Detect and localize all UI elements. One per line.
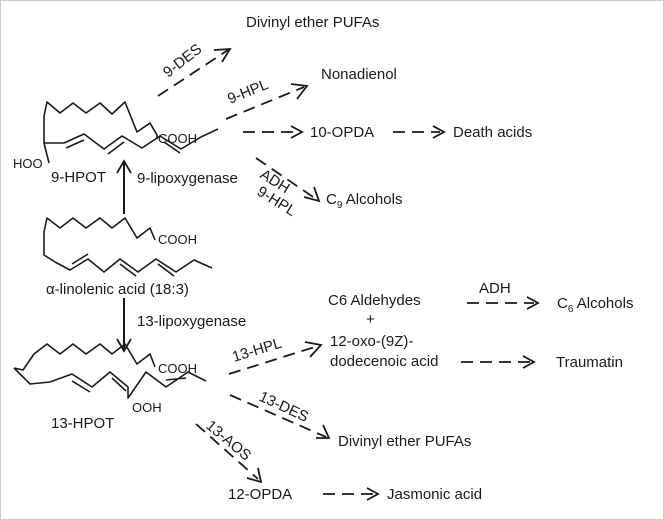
9-hpot-double-bond bbox=[65, 139, 85, 149]
arrow-13-lipoxygenase bbox=[116, 298, 132, 353]
arrow-to-c9-alcohols bbox=[255, 157, 321, 203]
arrow-to-death-acids bbox=[393, 125, 446, 139]
13-hpot-double-bond bbox=[165, 377, 187, 381]
13-hpot-double-bond bbox=[111, 377, 127, 392]
ala-lower-chain bbox=[54, 258, 213, 273]
9-hpot-double-bond bbox=[107, 141, 125, 155]
9-hpot-lower-chain bbox=[44, 128, 219, 150]
13-hpot-ooh-label: OOH bbox=[132, 400, 162, 415]
9-hpot-ooh-label: HOO bbox=[13, 156, 43, 171]
arrow-to-jasmonic-acid bbox=[323, 487, 380, 501]
arrow-13-hpl bbox=[228, 341, 323, 375]
enzyme-13-lipoxygenase: 13-lipoxygenase bbox=[137, 313, 246, 330]
ala-double-bond bbox=[119, 263, 137, 277]
molecule-alpha-linolenic-acid: COOH α-linolenic acid (18:3) bbox=[43, 217, 213, 298]
product-oxo-acid-line1: 12-oxo-(9Z)- bbox=[330, 333, 413, 350]
enzyme-adh-right: ADH bbox=[479, 280, 511, 297]
enzyme-9-lipoxygenase: 9-lipoxygenase bbox=[137, 170, 238, 187]
molecule-9-hpot: COOH HOO 9-HPOT bbox=[13, 101, 219, 186]
arrow-to-10-opda bbox=[243, 125, 304, 139]
enzyme-13-hpl: 13-HPL bbox=[230, 335, 284, 366]
product-nonadienol: Nonadienol bbox=[321, 66, 397, 83]
ala-double-bond bbox=[71, 253, 89, 265]
arrow-to-traumatin bbox=[461, 355, 536, 369]
product-divinyl-ether-top: Divinyl ether PUFAs bbox=[246, 14, 379, 31]
ala-cooh-label: COOH bbox=[158, 232, 197, 247]
product-divinyl-ether-bottom: Divinyl ether PUFAs bbox=[338, 433, 471, 450]
9-hpot-name: 9-HPOT bbox=[51, 169, 106, 186]
product-c6-aldehydes: C6 Aldehydes bbox=[328, 292, 421, 309]
13-hpot-lower-chain bbox=[13, 367, 207, 399]
product-12-opda: 12-OPDA bbox=[228, 486, 292, 503]
product-oxo-acid-line2: dodecenoic acid bbox=[330, 353, 438, 370]
arrow-13-des bbox=[229, 394, 331, 439]
enzyme-13-des: 13-DES bbox=[256, 388, 311, 426]
enzyme-9-des: 9-DES bbox=[160, 41, 205, 82]
product-c9-alcohols: C9 Alcohols bbox=[326, 191, 402, 211]
9-hpot-cooh-label: COOH bbox=[158, 131, 197, 146]
arrow-13-aos bbox=[195, 423, 263, 484]
arrow-9-hpl bbox=[225, 83, 309, 120]
product-jasmonic-acid: Jasmonic acid bbox=[387, 486, 482, 503]
product-c6-alcohols: C6 Alcohols bbox=[557, 295, 633, 315]
9-hpot-upper-chain bbox=[43, 101, 158, 164]
ala-double-bond bbox=[157, 263, 175, 277]
13-hpot-name: 13-HPOT bbox=[51, 415, 114, 432]
plus-sign: + bbox=[366, 311, 375, 328]
13-hpot-double-bond bbox=[71, 380, 91, 393]
product-traumatin: Traumatin bbox=[556, 354, 623, 371]
molecule-13-hpot: COOH OOH 13-HPOT bbox=[13, 343, 207, 432]
arrow-9-lipoxygenase bbox=[116, 159, 132, 214]
13-hpot-upper-chain bbox=[13, 343, 156, 371]
enzyme-13-aos: 13-AOS bbox=[202, 417, 254, 464]
product-death-acids: Death acids bbox=[453, 124, 532, 141]
ala-name: α-linolenic acid (18:3) bbox=[46, 281, 189, 298]
arrow-to-c6-alcohols bbox=[467, 296, 540, 310]
ala-upper-chain bbox=[43, 217, 156, 263]
13-hpot-cooh-label: COOH bbox=[158, 361, 197, 376]
arrow-9-des bbox=[157, 47, 232, 97]
product-10-opda: 10-OPDA bbox=[310, 124, 374, 141]
9-hpot-double-bond bbox=[163, 141, 181, 154]
